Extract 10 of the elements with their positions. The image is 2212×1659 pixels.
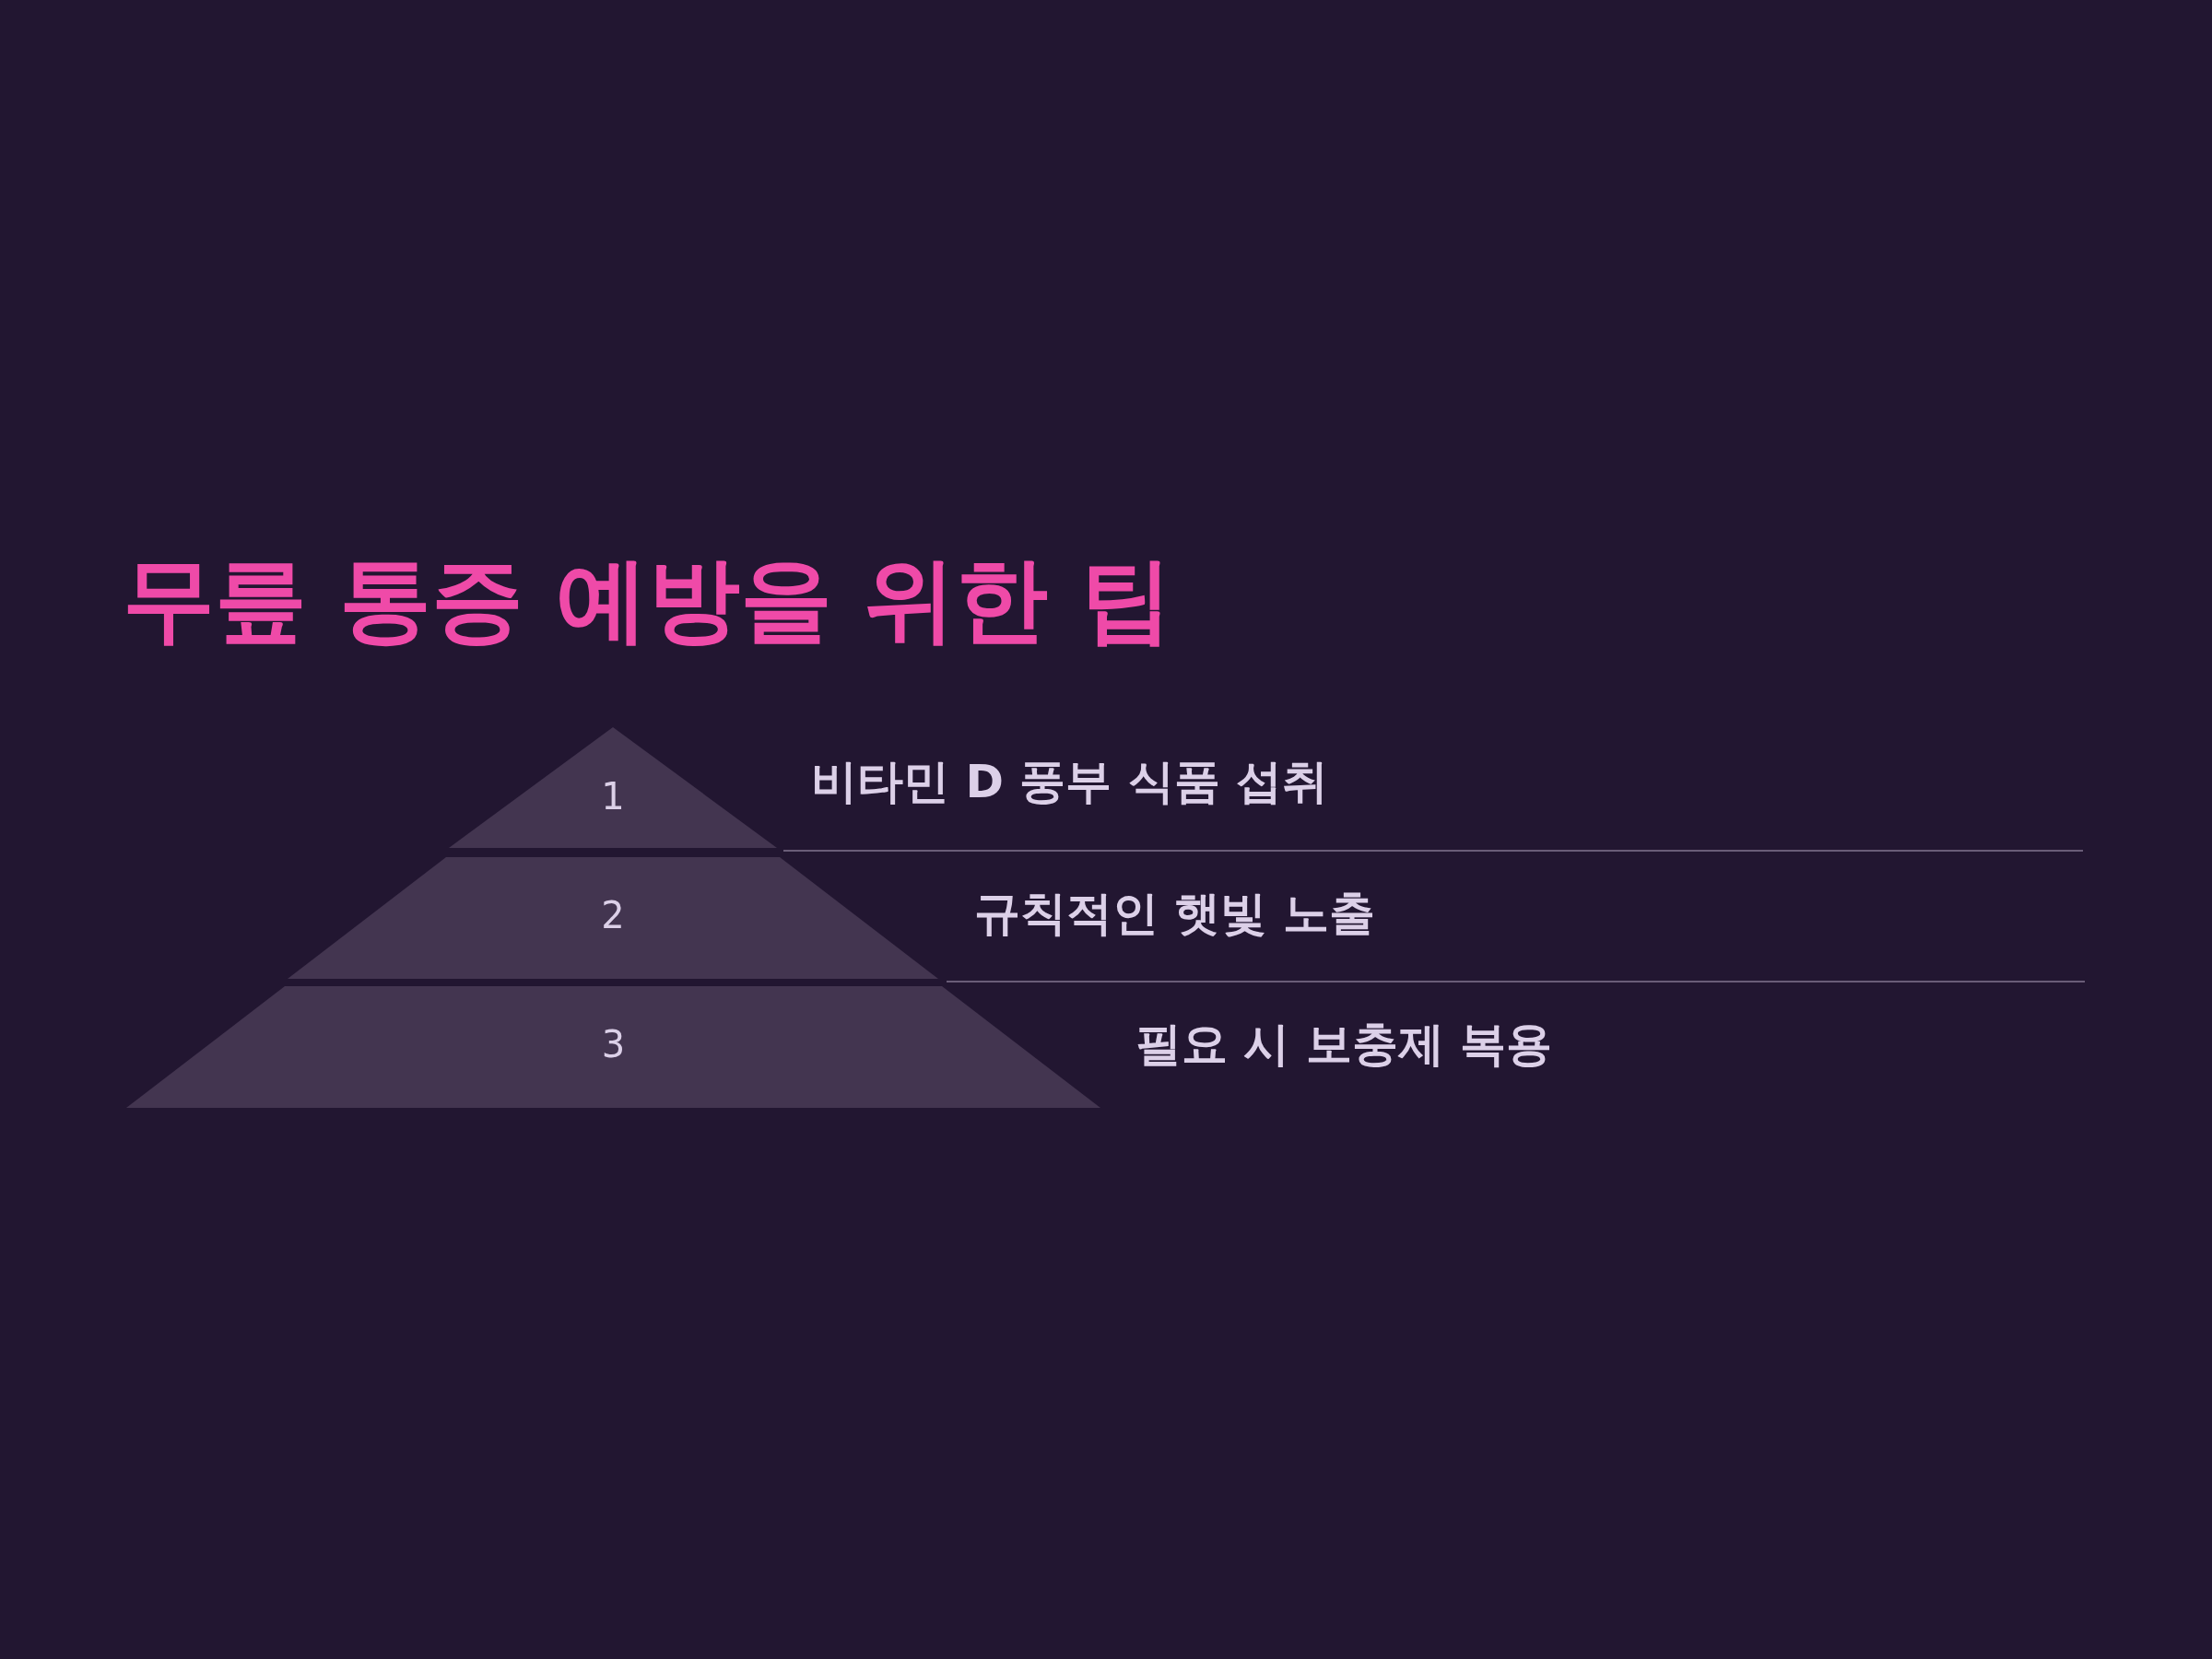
tier-description: 필요 시 보충제 복용 — [1135, 1017, 1553, 1073]
tier-number: 1 — [601, 775, 625, 818]
slide-title: 무릎 통증 예방을 위한 팁 — [123, 545, 1173, 655]
tier-number: 2 — [601, 894, 625, 936]
pyramid-tier — [126, 986, 1100, 1108]
tier-description: 비타민 D 풍부 식품 섭취 — [811, 754, 1329, 810]
tier-number: 3 — [601, 1023, 626, 1065]
tier-description: 규칙적인 햇빛 노출 — [974, 886, 1375, 942]
pyramid-tier — [288, 857, 938, 979]
pyramid-top-triangle — [449, 727, 777, 848]
